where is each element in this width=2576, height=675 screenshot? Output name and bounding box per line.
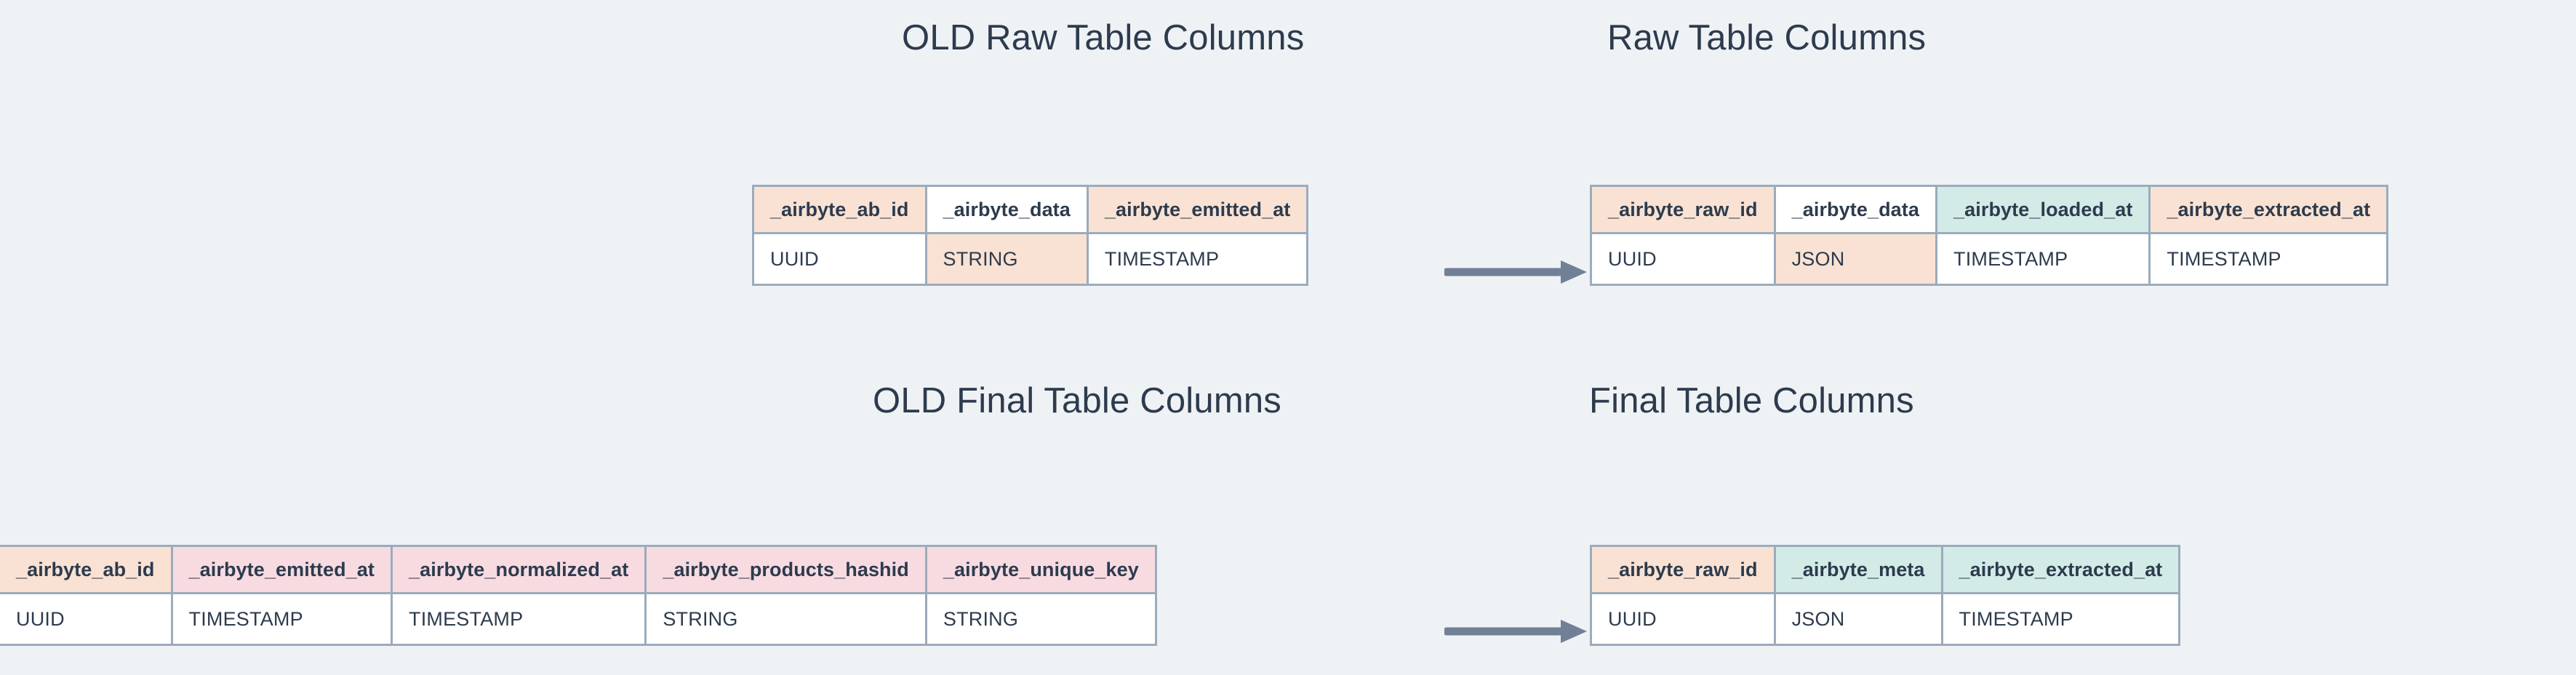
column-type-cell: UUID: [0, 592, 173, 646]
column-type-cell: UUID: [752, 232, 927, 286]
column-type-cell: TIMESTAMP: [170, 592, 393, 646]
column-type-cell: TIMESTAMP: [1940, 592, 2181, 646]
column-type-cell: TIMESTAMP: [2148, 232, 2389, 286]
column-header-cell: _airbyte_ab_id: [752, 185, 927, 234]
column-header-cell: _airbyte_data: [1773, 185, 1938, 234]
column-header-cell: _airbyte_extracted_at: [1940, 545, 2181, 594]
column-header-cell: _airbyte_data: [924, 185, 1089, 234]
column-header-cell: _airbyte_emitted_at: [170, 545, 393, 594]
arrow-right-icon: [1444, 620, 1587, 643]
column-type-cell: JSON: [1773, 592, 1943, 646]
column-header-cell: _airbyte_products_hashid: [644, 545, 927, 594]
table-header-row: _airbyte_ab_id_airbyte_emitted_at_airbyt…: [0, 545, 1157, 594]
column-header-cell: _airbyte_emitted_at: [1086, 185, 1309, 234]
column-type-cell: TIMESTAMP: [391, 592, 647, 646]
title-old-raw-table-columns: OLD Raw Table Columns: [902, 18, 1305, 57]
arrow-right-icon: [1444, 260, 1587, 284]
column-header-cell: _airbyte_loaded_at: [1935, 185, 2151, 234]
column-type-cell: STRING: [924, 592, 1157, 646]
title-final-table-columns: Final Table Columns: [1589, 381, 1914, 420]
column-header-cell: _airbyte_normalized_at: [391, 545, 647, 594]
title-old-final-table-columns: OLD Final Table Columns: [873, 381, 1281, 420]
title-raw-table-columns: Raw Table Columns: [1607, 18, 1927, 57]
column-header-cell: _airbyte_meta: [1773, 545, 1943, 594]
column-type-cell: UUID: [1590, 592, 1776, 646]
column-type-cell: UUID: [1590, 232, 1776, 286]
column-type-cell: TIMESTAMP: [1086, 232, 1309, 286]
column-header-cell: _airbyte_raw_id: [1590, 185, 1776, 234]
arrow-final-migration: [1444, 617, 1590, 646]
table-header-row: _airbyte_raw_id_airbyte_meta_airbyte_ext…: [1590, 545, 2181, 594]
table-old-raw-columns: _airbyte_ab_id_airbyte_data_airbyte_emit…: [752, 185, 1309, 286]
column-header-cell: _airbyte_extracted_at: [2148, 185, 2389, 234]
column-header-cell: _airbyte_ab_id: [0, 545, 173, 594]
column-type-cell: TIMESTAMP: [1935, 232, 2151, 286]
table-old-final-columns: _airbyte_ab_id_airbyte_emitted_at_airbyt…: [0, 545, 1157, 646]
table-header-row: _airbyte_ab_id_airbyte_data_airbyte_emit…: [752, 185, 1309, 234]
table-header-row: _airbyte_raw_id_airbyte_data_airbyte_loa…: [1590, 185, 2389, 234]
column-header-cell: _airbyte_raw_id: [1590, 545, 1776, 594]
column-type-cell: STRING: [644, 592, 927, 646]
column-type-cell: STRING: [924, 232, 1089, 286]
column-type-cell: JSON: [1773, 232, 1938, 286]
arrow-raw-migration: [1444, 257, 1590, 287]
table-final-columns: _airbyte_raw_id_airbyte_meta_airbyte_ext…: [1590, 545, 2181, 646]
column-header-cell: _airbyte_unique_key: [924, 545, 1157, 594]
table-raw-columns: _airbyte_raw_id_airbyte_data_airbyte_loa…: [1590, 185, 2389, 286]
